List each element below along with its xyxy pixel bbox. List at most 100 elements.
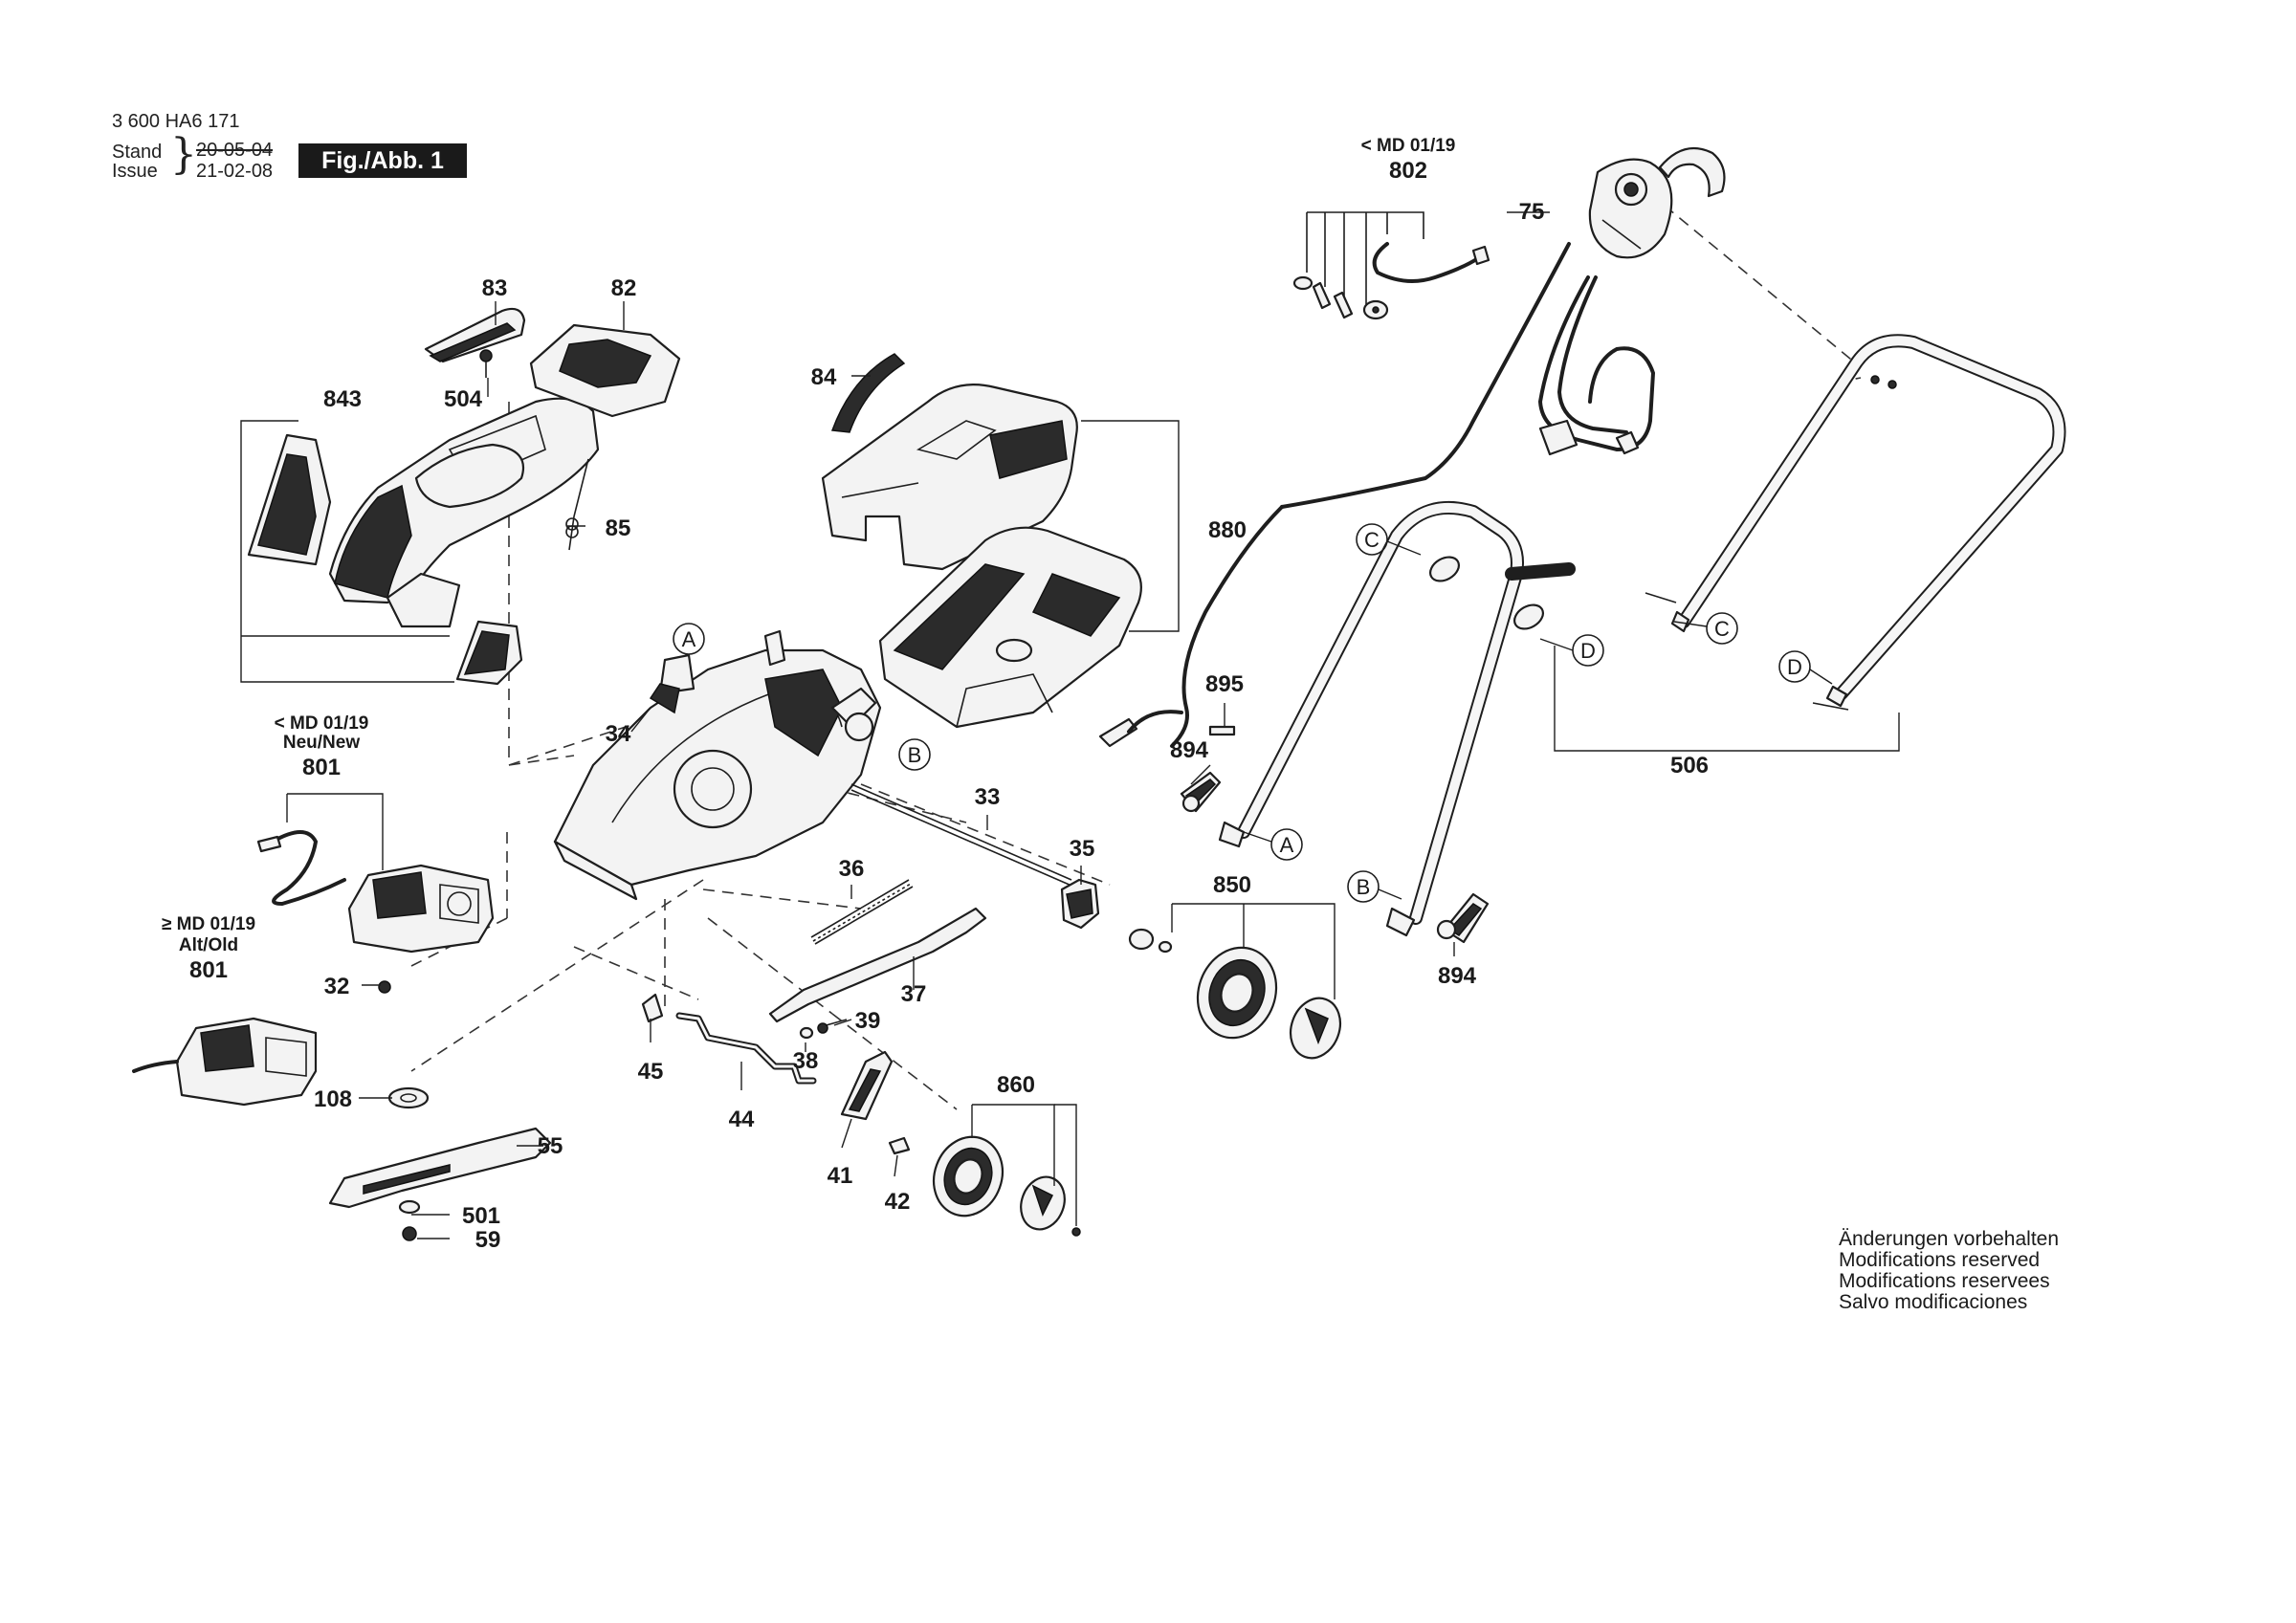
label-75: 75 — [1519, 199, 1545, 225]
handle-lower — [1218, 500, 1576, 937]
lever-34 — [649, 683, 680, 714]
label-85: 85 — [606, 515, 631, 541]
connector-a-bottom: A — [1270, 828, 1303, 861]
connector-a-top: A — [673, 623, 705, 655]
variant-802: < MD 01/19 — [1361, 136, 1456, 156]
label-83: 83 — [482, 275, 508, 301]
bracket-506 — [1554, 646, 1900, 752]
axle-33 — [850, 783, 1072, 887]
connector-kit-802 — [1292, 211, 1490, 320]
label-37: 37 — [901, 981, 927, 1007]
motor-new-801 — [347, 864, 495, 954]
connector-b-top: B — [898, 738, 931, 771]
rear-axle-44 — [675, 1012, 817, 1085]
grass-box-lid — [821, 384, 1078, 571]
front-wheel-850 — [1128, 928, 1342, 1060]
variant-801-new-sub: Neu/New — [283, 733, 360, 753]
bolt-39 — [817, 1019, 848, 1034]
label-108: 108 — [314, 1086, 352, 1112]
spring-36 — [810, 879, 914, 945]
issue-date: 21-02-08 — [196, 161, 274, 182]
motor-hood — [328, 397, 600, 628]
bracket-860-b — [1054, 1104, 1077, 1226]
blade-55 — [328, 1127, 552, 1209]
notice-fr: Modifications reservees — [1839, 1270, 2050, 1292]
connector-d-left: D — [1572, 634, 1604, 667]
nut-38 — [799, 1026, 814, 1040]
label-36: 36 — [839, 856, 865, 882]
label-894-b: 894 — [1438, 963, 1477, 989]
label-895: 895 — [1205, 671, 1244, 697]
bracket-880 — [1081, 420, 1180, 632]
height-bar-37 — [768, 907, 987, 1023]
stand-date: 20-05-04 — [196, 140, 274, 161]
spacer-108 — [387, 1086, 430, 1109]
hood-grille-left — [247, 433, 332, 566]
cover-82 — [529, 323, 681, 418]
bracket-843 — [240, 420, 454, 683]
label-33: 33 — [975, 784, 1001, 810]
date-brace: } — [170, 130, 197, 179]
label-34: 34 — [606, 721, 631, 747]
label-880: 880 — [1208, 517, 1247, 543]
stand-label: Stand — [112, 142, 163, 163]
figure-label: Fig./Abb. 1 — [298, 143, 467, 178]
variant-801-new: < MD 01/19 — [275, 713, 369, 734]
svg-text:D: D — [1787, 655, 1802, 679]
modifications-notice: Änderungen vorbehalten Modifications res… — [1839, 1229, 2059, 1313]
label-801-old: 801 — [189, 957, 228, 983]
washer-501 — [398, 1199, 421, 1215]
screw-504 — [479, 349, 493, 378]
notice-es: Salvo modificaciones — [1839, 1291, 2028, 1313]
lever-41 — [840, 1050, 894, 1121]
notice-de: Änderungen vorbehalten — [1839, 1228, 2060, 1250]
motor-old-801 — [132, 1017, 318, 1107]
connector-c-right: C — [1706, 612, 1738, 645]
label-894-a: 894 — [1170, 737, 1209, 763]
callout-leaders — [359, 211, 1550, 1239]
leader-a-bottom — [1243, 831, 1272, 843]
svg-text:A: A — [682, 627, 696, 651]
grass-box-tray — [878, 526, 1142, 729]
leader-c-left — [1386, 540, 1422, 556]
mower-housing — [553, 629, 882, 901]
grass-box-handle-84 — [830, 353, 906, 433]
bracket-801-new — [287, 793, 384, 870]
label-802: 802 — [1389, 158, 1427, 184]
svg-text:B: B — [1357, 875, 1371, 899]
label-44: 44 — [729, 1107, 755, 1132]
hood-grille-right — [455, 620, 523, 686]
label-801-new: 801 — [302, 755, 341, 780]
motor-cable-801 — [256, 830, 346, 907]
rear-wheel-860 — [933, 1135, 1081, 1237]
label-506: 506 — [1670, 753, 1709, 779]
handle-upper — [1645, 334, 2066, 711]
label-41: 41 — [828, 1163, 853, 1189]
document-number: 3 600 HA6 171 — [112, 111, 240, 132]
screw-32 — [378, 980, 391, 994]
label-59: 59 — [475, 1227, 501, 1253]
label-39: 39 — [855, 1008, 881, 1034]
label-843: 843 — [323, 386, 362, 412]
label-860: 860 — [997, 1072, 1035, 1098]
connector-d-right: D — [1778, 650, 1811, 683]
svg-text:D: D — [1580, 639, 1596, 663]
svg-text:B: B — [908, 743, 922, 767]
switch-box-cable — [1098, 146, 1726, 748]
clamp-lever-894-a — [1180, 771, 1222, 813]
bracket-850 — [1172, 903, 1336, 999]
clip-42 — [888, 1136, 911, 1155]
svg-text:C: C — [1714, 617, 1730, 641]
label-82: 82 — [611, 275, 637, 301]
clip-45 — [641, 993, 664, 1023]
svg-text:A: A — [1280, 833, 1294, 857]
leader-d-left — [1539, 638, 1574, 651]
lever-35 — [1060, 878, 1100, 930]
label-42: 42 — [885, 1189, 911, 1215]
label-504: 504 — [444, 386, 483, 412]
label-32: 32 — [324, 974, 350, 999]
screw-59 — [402, 1226, 417, 1241]
connector-c-left: C — [1356, 523, 1388, 556]
